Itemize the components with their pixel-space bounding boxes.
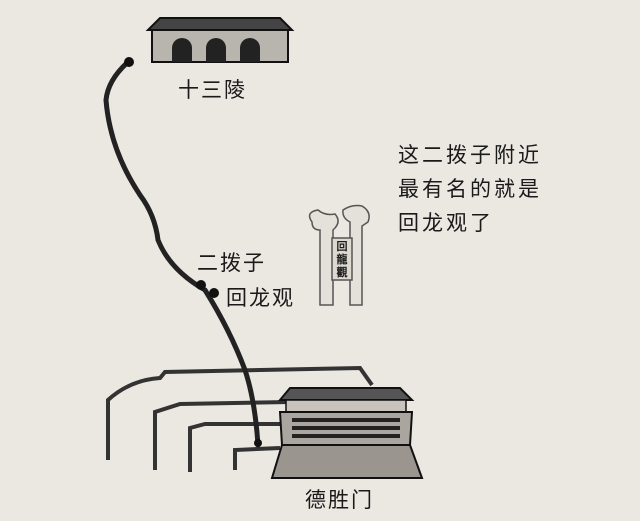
label-huilongguan: 回龙观 bbox=[226, 286, 295, 310]
note-line: 回龙观了 bbox=[398, 211, 494, 235]
annotation-note: 这二拨子附近 最有名的就是 回龙观了 bbox=[398, 138, 542, 240]
ming-tombs-dot[interactable] bbox=[124, 57, 134, 67]
erbozi-dot[interactable] bbox=[196, 280, 206, 290]
route-line bbox=[103, 59, 261, 448]
city-wall-lines bbox=[106, 365, 374, 472]
huilongguan-pillars-icon bbox=[308, 204, 370, 306]
label-ming-tombs: 十三陵 bbox=[178, 78, 247, 102]
note-line: 最有名的就是 bbox=[398, 177, 542, 201]
label-deshengmen: 德胜门 bbox=[305, 488, 374, 512]
ming-tombs-gate-icon bbox=[145, 17, 295, 63]
deshengmen-gate-icon bbox=[270, 387, 424, 479]
deshengmen-dot[interactable] bbox=[254, 439, 262, 447]
huilongguan-sign-text: 回龍觀 bbox=[336, 240, 348, 279]
label-erbozi: 二拨子 bbox=[197, 251, 266, 275]
huilongguan-dot[interactable] bbox=[209, 288, 219, 298]
note-line: 这二拨子附近 bbox=[398, 143, 542, 167]
